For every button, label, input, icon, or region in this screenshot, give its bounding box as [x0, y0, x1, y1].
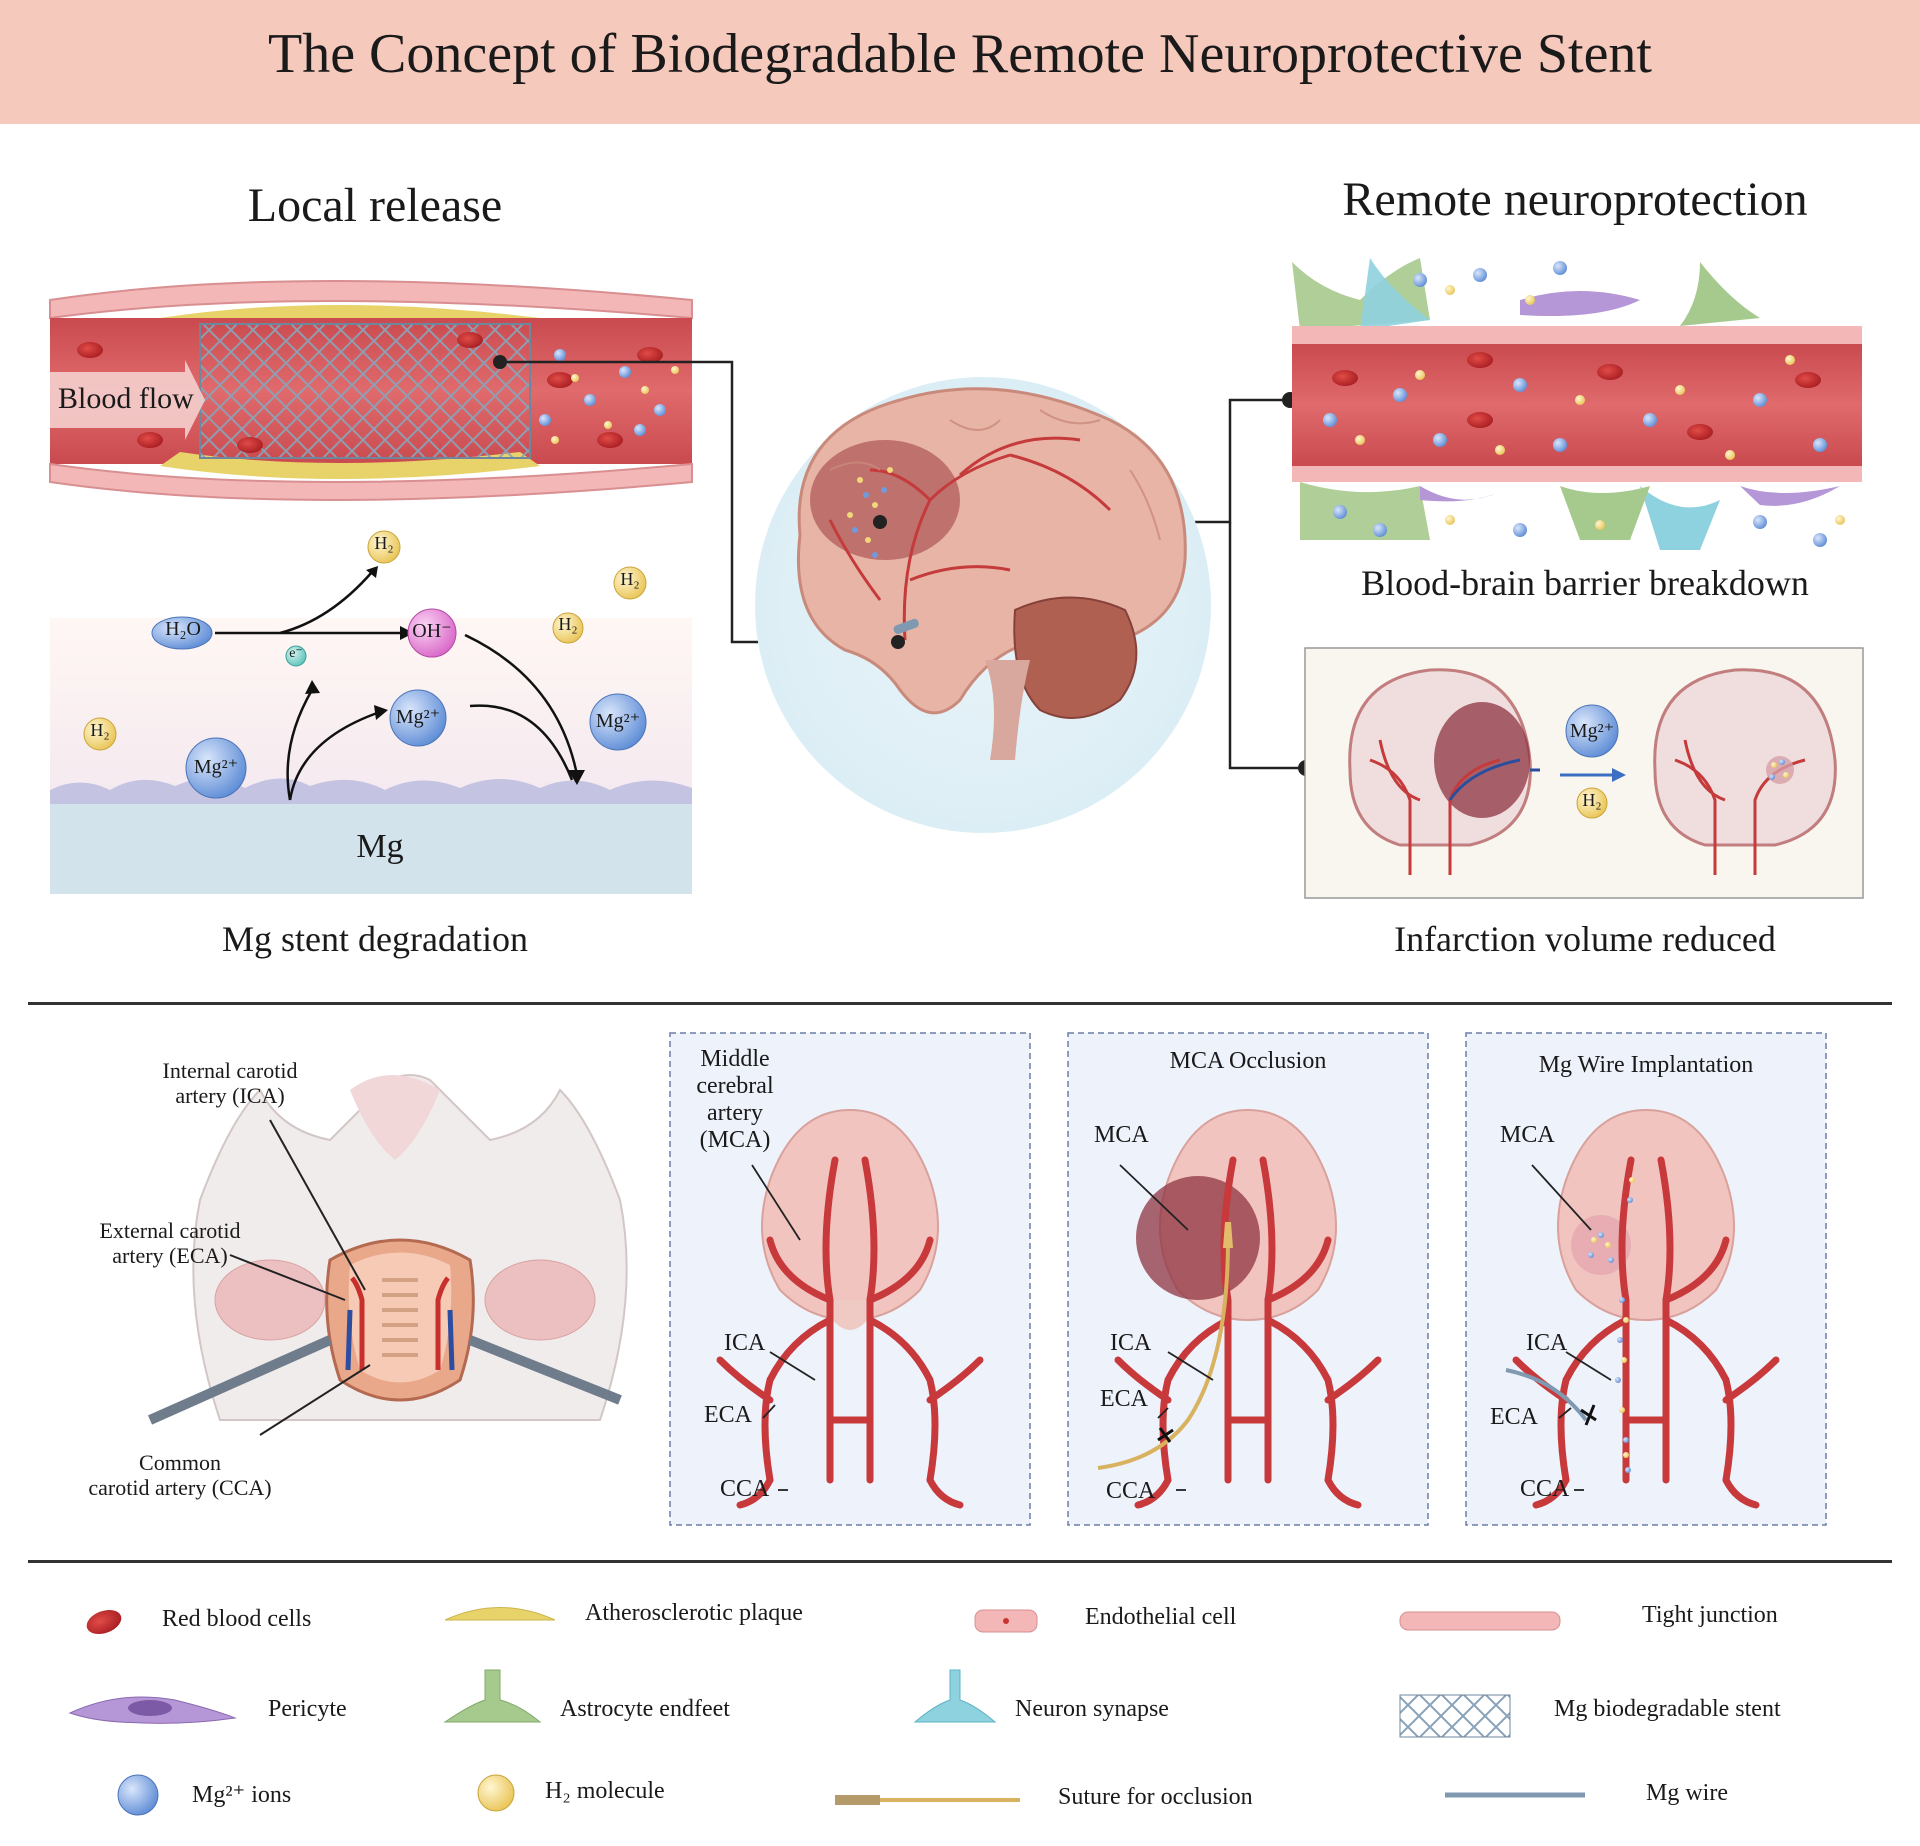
mca-panels [669, 1032, 1827, 1526]
panel2-cca-label: CCA [1106, 1478, 1156, 1504]
mg2-label-2: Mg²⁺ [193, 756, 239, 778]
legend-astrocyte-endfeet: Astrocyte endfeet [560, 1696, 730, 1722]
panel3-mca-label: MCA [1500, 1122, 1555, 1148]
infarct-mg2-label: Mg²⁺ [1569, 720, 1615, 742]
rat-brain-occlusion [1097, 1108, 1382, 1509]
blood-flow-label: Blood flow [58, 382, 194, 415]
mg-substrate-label: Mg [356, 828, 404, 865]
title-bar [0, 0, 1920, 124]
bbb-breakdown-caption: Blood-brain barrier breakdown [1361, 563, 1809, 603]
panel1-cca-label: CCA [720, 1476, 770, 1502]
oh-label: OH⁻ [412, 620, 452, 642]
legend-suture: Suture for occlusion [1058, 1784, 1253, 1810]
h2-label-3: H₂ [620, 569, 640, 589]
panel3-eca-label: ECA [1490, 1404, 1538, 1430]
panel-mca-title: Middle cerebral artery (MCA) [696, 1046, 774, 1153]
legend-plaque: Atherosclerotic plaque [585, 1600, 803, 1626]
legend-symbols [68, 1607, 1585, 1816]
stented-vessel [49, 280, 693, 501]
panel2-mca-label: MCA [1094, 1122, 1149, 1148]
legend-mg-stent: Mg biodegradable stent [1554, 1696, 1781, 1722]
h2o-label: H₂O [165, 618, 201, 640]
panel3-cca-label: CCA [1520, 1476, 1570, 1502]
legend-neuron-synapse: Neuron synapse [1015, 1696, 1169, 1722]
rat-surgery-illustration [147, 1074, 628, 1436]
legend-mg-wire: Mg wire [1646, 1780, 1728, 1806]
panel-implant-title: Mg Wire Implantation [1538, 1052, 1754, 1078]
infarction-reduced-caption: Infarction volume reduced [1394, 919, 1776, 959]
panel1-ica-label: ICA [724, 1330, 766, 1356]
rat-brain-normal [716, 1108, 984, 1509]
mg2-label-3: Mg²⁺ [595, 710, 641, 732]
h2-label-1: H₂ [374, 533, 394, 553]
divider-top [28, 1002, 1892, 1005]
legend-mg-ions: Mg²⁺ ions [192, 1782, 292, 1808]
infarction-illustration [1304, 647, 1864, 899]
legend-red-blood-cells: Red blood cells [162, 1606, 312, 1632]
panel2-eca-label: ECA [1100, 1386, 1148, 1412]
rat-brain-mg-wire [1505, 1108, 1780, 1509]
panel1-eca-label: ECA [704, 1402, 752, 1428]
h2-label-2: H₂ [558, 614, 578, 634]
brain-illustration [755, 377, 1211, 833]
panel2-ica-label: ICA [1110, 1330, 1152, 1356]
legend-h2-molecule: H₂ molecule [545, 1778, 665, 1804]
infarct-h2-label: H₂ [1582, 790, 1602, 810]
ica-label: Internal carotid artery (ICA) [162, 1058, 298, 1108]
legend-endothelial-cell: Endothelial cell [1085, 1604, 1237, 1630]
mg2-label-1: Mg²⁺ [395, 706, 441, 728]
panel-occlusion-title: MCA Occlusion [1169, 1048, 1327, 1074]
divider-bottom [28, 1560, 1892, 1563]
page-title: The Concept of Biodegradable Remote Neur… [267, 23, 1652, 85]
legend-pericyte: Pericyte [268, 1696, 347, 1722]
h2-label-4: H₂ [90, 720, 110, 740]
eca-label: External carotid artery (ECA) [99, 1218, 241, 1268]
mg-stent-degradation-caption: Mg stent degradation [222, 919, 528, 959]
electron-label: e⁻ [289, 646, 303, 661]
local-release-heading: Local release [247, 179, 503, 232]
bbb-illustration [1292, 258, 1862, 550]
legend-tight-junction: Tight junction [1642, 1602, 1778, 1628]
panel3-ica-label: ICA [1526, 1330, 1568, 1356]
remote-neuroprotection-heading: Remote neuroprotection [1342, 173, 1808, 226]
degradation-panel [50, 530, 692, 894]
cca-label: Common carotid artery (CCA) [88, 1450, 272, 1500]
